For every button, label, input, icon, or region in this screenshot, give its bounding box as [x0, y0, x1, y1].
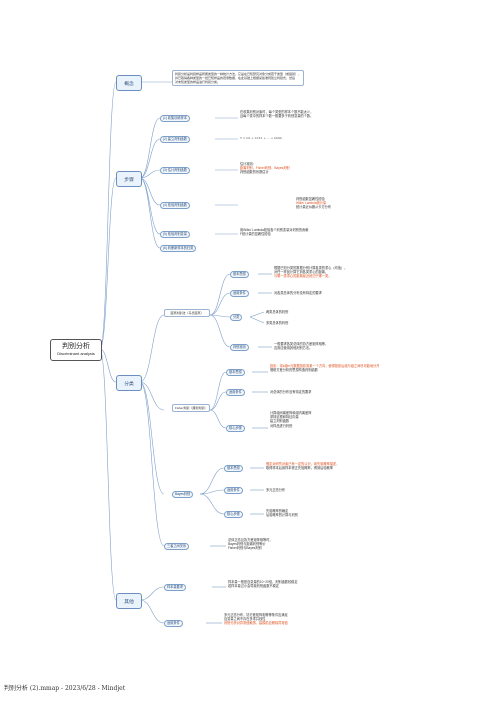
- step-5[interactable]: (5) 检验判别变量: [160, 231, 190, 238]
- root-subtitle: Discriminant analysis: [57, 351, 95, 356]
- step-5-line-2: F统计量的显著性检验: [240, 232, 271, 237]
- distance-types[interactable]: 分类: [230, 314, 243, 321]
- distance-type-1: 两类总体的判别: [266, 310, 289, 314]
- sample-size-text: 样本量一般是自变量的10~20倍，判别函数较稳定 若样本量过小会导致判别函数不稳…: [228, 580, 298, 588]
- root-node[interactable]: 判别分析 Discriminant analysis: [50, 339, 102, 361]
- relation-line-1: 总体正态且协方差矩阵相等时，: [228, 538, 273, 542]
- branch-other-label: 其他: [124, 599, 134, 605]
- step-3-text: 估计准则： 距离判别、Fisher判别、Bayes判别 判别函数的系数估计: [240, 162, 290, 175]
- concept-line-3: 对未知类型的样品进行判别分类。: [175, 80, 221, 84]
- branch-classification-label: 分类: [124, 381, 134, 387]
- conditions-node[interactable]: 适用条件: [164, 620, 183, 627]
- bayes-steps[interactable]: 核心步骤: [224, 511, 243, 518]
- step-2-formula: Y = b0 + b1X1 + ... + bkXk: [240, 136, 282, 140]
- distance-type-2: 多类总体的判别: [266, 321, 289, 325]
- step-4-text: 判别函数显著性检验 Wilks' Lambda统计量 统计量近似服从卡方分布: [296, 197, 331, 210]
- step-4[interactable]: (4) 检验判别函数: [160, 202, 190, 209]
- fisher-idea[interactable]: 基本思想: [226, 369, 245, 376]
- bayes-conditions[interactable]: 适用条件: [224, 487, 243, 494]
- bayes-idea[interactable]: 基本思想: [224, 465, 243, 472]
- distance-conditions[interactable]: 适用条件: [230, 290, 249, 297]
- step-4-line-1: 判别函数显著性检验: [296, 197, 325, 201]
- fisher-idea-line-1: 投影：将k组m元数据投影到某一个方向，使得投影后组与组之间尽可能地分开: [270, 364, 380, 368]
- bayes-idea-text: 假定对研究对象已有一定的认识，用先验概率描述， 取得样本后用样本修正先验概率，得…: [266, 462, 339, 470]
- relation-line-3: Fisher判别与Bayes判别: [228, 546, 262, 551]
- distance-idea[interactable]: 基本思想: [230, 271, 249, 278]
- bayes-idea-line-1: 假定对研究对象已有一定的认识，用先验概率描述，: [266, 462, 340, 466]
- file-footer: 判别分析 (2).mmap - 2023/6/28 - Mindjet: [4, 685, 126, 692]
- fisher-idea-text: 投影：将k组m元数据投影到某一个方向，使得投影后组与组之间尽可能地分开 借助方差…: [270, 364, 379, 372]
- distance-idea-line-3: 与哪一类重心的距离最近就归于哪一类。: [274, 274, 332, 279]
- distance-criteria[interactable]: 判别准则: [230, 344, 249, 351]
- bayes-step-2: 后验概率的计算与判别: [266, 513, 298, 518]
- bayes-method[interactable]: Bayes判别: [172, 491, 194, 498]
- conditions-line-3: 判别分析对异常值敏感，建模前应剔除异常值: [224, 621, 288, 626]
- branch-steps[interactable]: 步骤: [116, 171, 142, 187]
- conditions-line-2: 自变量之间不存在多重共线性: [224, 617, 266, 622]
- fisher-step-3: 建立判别函数: [270, 419, 290, 424]
- bayes-steps-text: 先验概率的确定 后验概率的计算与判别: [266, 509, 298, 517]
- relation-node[interactable]: 三者之间关系: [164, 543, 190, 550]
- fisher-conditions-text: 对总体的分布没有特定的要求: [270, 390, 312, 394]
- conditions-text: 多元正态分布，协方差矩阵相等等条件应满足 自变量之间不存在多重共线性 判别分析对…: [224, 613, 288, 626]
- bayes-step-1: 先验概率的确定: [266, 509, 289, 513]
- sample-line-1: 样本量一般是自变量的10~20倍，判别函数较稳定: [228, 580, 298, 584]
- step-1-text: 在收集判别对象时，每个类型的样本个数不能太少， 且每个类中的样本个数一般要多于判…: [240, 110, 313, 118]
- relation-line-2: Bayes判别与距离判别等价: [228, 542, 266, 547]
- step-1[interactable]: (1) 收集训练样本: [160, 115, 190, 122]
- fisher-step-1: 计算组间离差阵和组内离差阵: [270, 411, 312, 415]
- concept-line-2: 并已取得各种类型的一批已知样品的观测数据，在此基础上根据某些准则建立判别式，然后: [175, 76, 296, 80]
- step-1-line-1: 在收集判别对象时，每个类型的样本个数不能太少，: [240, 110, 314, 114]
- fisher-method[interactable]: Fisher判别（典则判别）: [172, 404, 210, 412]
- connector-concept: [99, 81, 117, 350]
- step-1-line-2: 且每个类中的样本个数一般要多于判别变量的个数。: [240, 114, 314, 119]
- sample-size-node[interactable]: 样本量要求: [164, 584, 186, 591]
- fisher-steps[interactable]: 核心步骤: [226, 425, 245, 432]
- bayes-conditions-text: 多元正态分布: [266, 488, 286, 492]
- distance-criteria-text: 一般要求各类总体的协方差矩阵相等， 否则应使用其他判别方法。: [274, 342, 328, 350]
- concept-line-1: 判别分析是判别样品所属类型的一种统计方法，它是在已知研究对象分成若干类型（或组别…: [175, 72, 302, 76]
- step-3-line-1: 估计准则：: [240, 162, 256, 166]
- fisher-conditions[interactable]: 适用条件: [226, 389, 245, 396]
- connector-classification: [99, 348, 117, 383]
- root-title: 判别分析: [62, 343, 90, 350]
- distance-idea-line-2: 对任一样品计算它到各类重心的距离，: [274, 270, 329, 275]
- branch-other[interactable]: 其他: [116, 593, 142, 609]
- step-2[interactable]: (2) 建立判别函数: [160, 136, 190, 143]
- connector-steps: [99, 177, 117, 350]
- branch-concept[interactable]: 概念: [116, 75, 142, 91]
- distance-criteria-line-2: 否则应使用其他判别方法。: [274, 346, 313, 351]
- relation-text: 总体正态且协方差矩阵相等时， Bayes判别与距离判别等价 Fisher判别与B…: [228, 538, 273, 551]
- concept-text: 判别分析是判别样品所属类型的一种统计方法，它是在已知研究对象分成若干类型（或组别…: [172, 70, 305, 86]
- distance-idea-line-1: 根据已知分类的数据分别计算各类的重心（均值），: [274, 266, 348, 270]
- fisher-steps-text: 计算组间离差阵和组内离差阵 求特征根和特征向量 建立判别函数 对样品进行判别: [270, 411, 311, 428]
- step-4-line-3: 统计量近似服从卡方分布: [296, 205, 332, 210]
- connector-other: [99, 348, 117, 601]
- fisher-step-2: 求特征根和特征向量: [270, 415, 299, 420]
- distance-criteria-line-1: 一般要求各类总体的协方差矩阵相等，: [274, 342, 329, 346]
- step-5-line-1: 用Wilks' Lambda检验各个判别变量对判别的贡献: [240, 228, 309, 232]
- conditions-line-1: 多元正态分布，协方差矩阵相等等条件应满足: [224, 613, 288, 617]
- step-5-text: 用Wilks' Lambda检验各个判别变量对判别的贡献 F统计量的显著性检验: [240, 228, 308, 236]
- step-3-line-3: 判别函数的系数估计: [240, 170, 269, 175]
- fisher-step-4: 对样品进行判别: [270, 423, 293, 428]
- step-3-line-2: 距离判别、Fisher判别、Bayes判别: [240, 166, 290, 171]
- branch-concept-label: 概念: [124, 81, 134, 87]
- branch-classification[interactable]: 分类: [116, 375, 142, 391]
- branch-steps-label: 步骤: [124, 177, 134, 183]
- step-6[interactable]: (6) 判断新样本的归类: [160, 245, 197, 252]
- fisher-idea-line-2: 借助方差分析的思想构造判别函数: [270, 368, 318, 373]
- distance-method[interactable]: 距离判别法（马氏距离）: [164, 309, 210, 317]
- bayes-idea-line-2: 取得样本后用样本修正先验概率，得到后验概率: [266, 466, 333, 471]
- distance-idea-text: 根据已知分类的数据分别计算各类的重心（均值）， 对任一样品计算它到各类重心的距离…: [274, 266, 347, 279]
- sample-line-2: 若样本量过小会导致判别函数不稳定: [228, 584, 279, 589]
- step-3[interactable]: (3) 估计判别函数: [160, 167, 190, 174]
- distance-conditions-text: 对各类总体的分布没有特定的要求: [274, 291, 322, 295]
- step-4-line-2: Wilks' Lambda统计量: [296, 201, 327, 206]
